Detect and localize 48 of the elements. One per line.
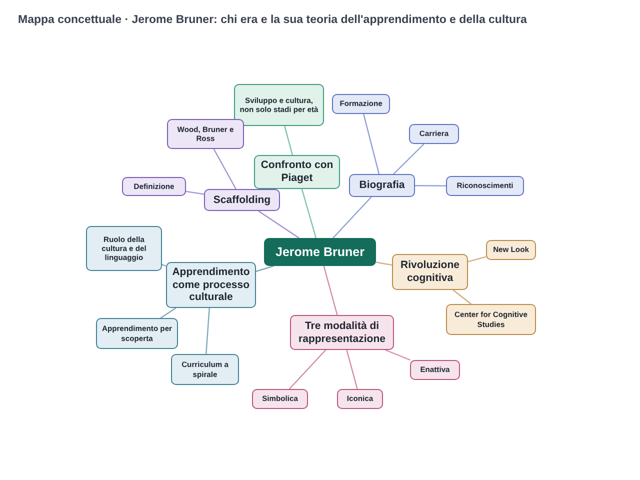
central-topic-box <box>264 238 376 266</box>
subtopic-box <box>446 176 524 196</box>
branch-topic-box <box>349 174 415 197</box>
node-label: Scaffolding <box>213 194 271 206</box>
connector-line <box>385 349 410 361</box>
subtopic-box <box>446 304 536 335</box>
connector-line <box>162 264 166 267</box>
connector-line <box>393 144 424 174</box>
connector-line <box>160 308 176 318</box>
connector-line <box>186 190 204 195</box>
connector-line <box>258 210 300 238</box>
subtopic-box <box>171 354 239 385</box>
connector-line <box>415 185 446 186</box>
node-label: Apprendimento come processo culturale <box>171 266 251 304</box>
connector-line <box>301 188 317 238</box>
subtopic-box <box>86 226 162 271</box>
node-label: Jerome Bruner <box>276 244 364 260</box>
branch-topic-box <box>254 155 340 189</box>
node-label: Confronto con Piaget <box>260 159 334 185</box>
subtopic-box <box>96 318 178 349</box>
branch-topic-box <box>392 254 468 290</box>
connector-line <box>452 290 472 304</box>
subtopic-box <box>252 389 308 409</box>
connector-line <box>213 148 236 190</box>
connector-line <box>206 308 210 354</box>
connector-line <box>363 114 380 174</box>
connector-line <box>376 262 392 266</box>
connector-line <box>346 350 358 390</box>
connector-line <box>468 256 486 262</box>
subtopic-box <box>332 94 390 114</box>
subtopic-box <box>234 84 324 126</box>
connector-line <box>332 196 372 238</box>
connector-line <box>323 266 338 316</box>
branch-topic-box <box>290 315 394 350</box>
subtopic-box <box>409 124 459 144</box>
node-label: Biografia <box>359 179 405 192</box>
subtopic-box <box>167 119 244 149</box>
node-label: Tre modalità di rappresentazione <box>298 320 386 346</box>
connector-line <box>288 350 326 390</box>
subtopic-box <box>337 389 383 409</box>
diagram-title: Mappa concettuale · Jerome Bruner: chi era e la sua teoria dell'apprendimento e della cultura <box>18 14 527 26</box>
branch-topic-box <box>204 189 280 211</box>
connector-line <box>284 126 294 156</box>
subtopic-box <box>122 177 186 196</box>
subtopic-box <box>486 240 536 260</box>
connector-line <box>256 265 274 272</box>
node-label: Rivoluzione cognitiva <box>400 259 460 285</box>
subtopic-box <box>410 360 460 380</box>
